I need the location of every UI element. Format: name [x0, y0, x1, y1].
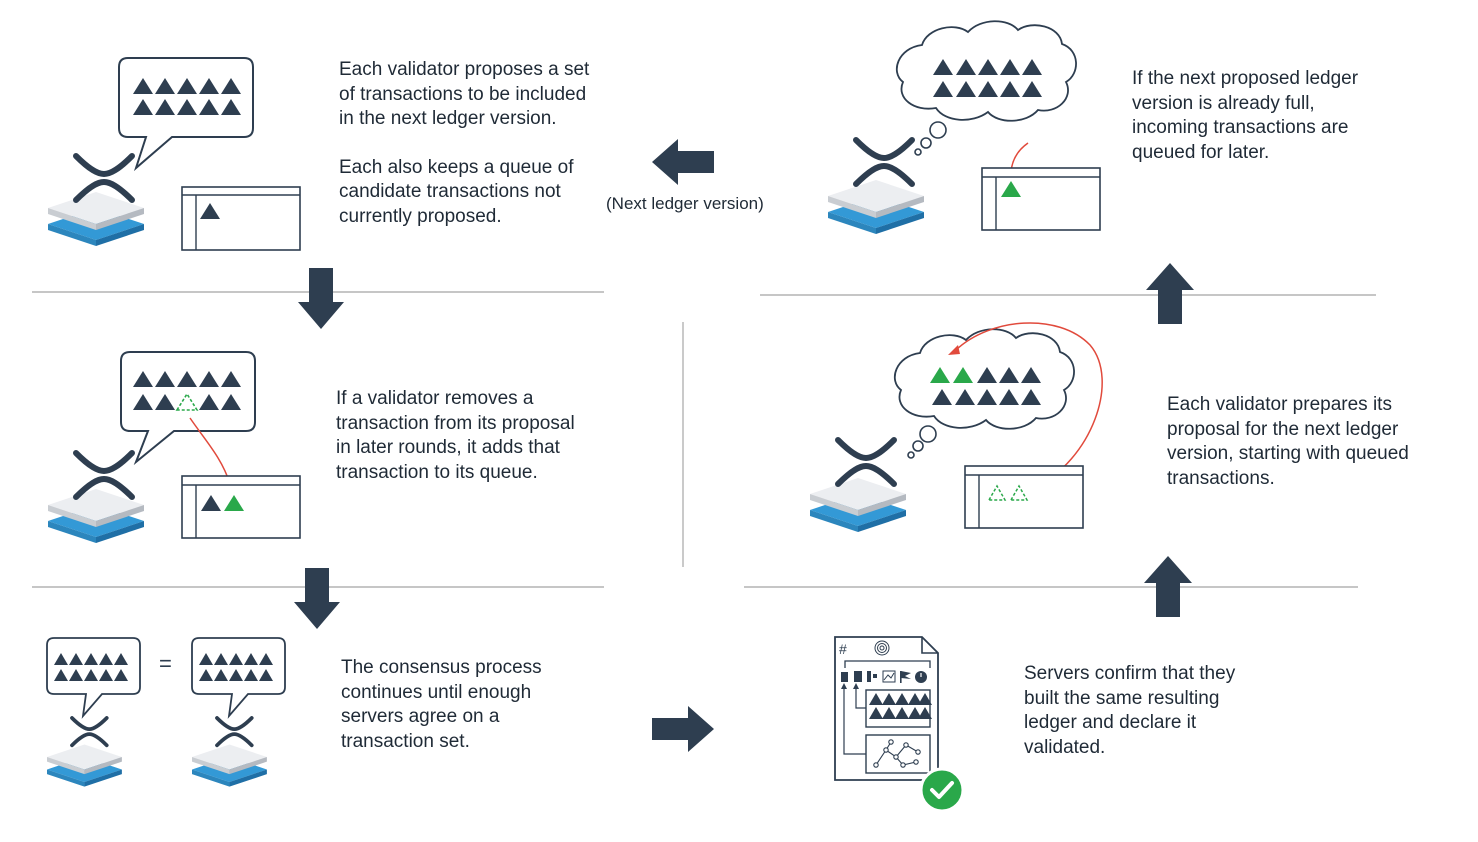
speech-bubble-icon	[46, 637, 141, 719]
queue-table-icon	[964, 465, 1084, 529]
speech-bubble-icon	[118, 57, 254, 172]
validated-check-icon	[919, 767, 965, 813]
flow-arrow-icon	[1146, 263, 1194, 324]
ledger-document-icon: #	[834, 636, 939, 781]
xrp-logo-icon	[856, 140, 912, 184]
equals-sign: =	[159, 651, 172, 676]
propose-validator	[48, 57, 301, 251]
prepare-validator	[810, 322, 1103, 532]
queue-table-icon	[181, 186, 301, 251]
propose-line-2: Each also keeps a queue of candidate tra…	[339, 156, 574, 227]
xrp-logo-icon	[76, 453, 132, 497]
thought-cloud-icon	[893, 328, 1075, 459]
propose-line-1: Each validator proposes a set of transac…	[339, 59, 590, 130]
validator-server-icon	[47, 744, 122, 787]
state-tree-icon	[873, 739, 921, 768]
propose-description: Each validator proposes a set of transac…	[339, 58, 601, 230]
flow-arrow-icon	[294, 568, 340, 629]
queue-table-icon	[981, 167, 1101, 231]
full-validator	[828, 20, 1101, 234]
validator-server-icon	[192, 744, 267, 787]
fingerprint-icon	[874, 640, 890, 656]
flow-arrow-icon	[1144, 556, 1192, 617]
xrp-logo-icon	[838, 440, 894, 484]
flow-arrow-icon	[652, 706, 714, 752]
remove-validator	[48, 351, 301, 543]
consensus-validators: =	[46, 637, 286, 787]
prepare-description: Each validator prepares its proposal for…	[1167, 394, 1409, 489]
validator-server-icon	[828, 180, 924, 234]
xrp-logo-icon	[215, 716, 254, 748]
validate-description: Servers confirm that they built the same…	[1024, 663, 1236, 758]
consensus-description: The consensus process continues until en…	[341, 657, 542, 752]
xrp-logo-icon	[70, 716, 109, 748]
flow-arrow-icon	[652, 139, 714, 185]
thought-cloud-icon	[895, 20, 1077, 156]
full-description: If the next proposed ledger version is a…	[1132, 68, 1359, 163]
queue-table-icon	[181, 475, 301, 539]
hash-symbol: #	[839, 641, 847, 657]
loop-label: (Next ledger version)	[606, 194, 764, 213]
flow-arrow-icon	[298, 268, 344, 329]
speech-bubble-icon	[120, 351, 256, 466]
speech-bubble-icon	[191, 637, 286, 719]
remove-description: If a validator removes a transaction fro…	[336, 388, 575, 483]
ledger-field-icons	[841, 670, 927, 683]
xrp-logo-icon	[76, 156, 132, 200]
validator-server-icon	[810, 478, 906, 532]
